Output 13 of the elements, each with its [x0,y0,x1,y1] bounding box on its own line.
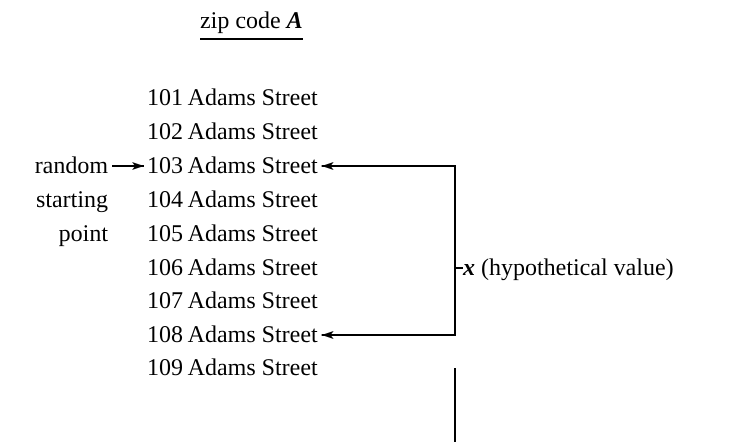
address-text: 105 Adams Street [147,217,318,251]
address-text: 101 Adams Street [147,81,318,115]
address-text: 109 Adams Street [147,351,318,385]
underlined-heading: zip code A [200,4,303,40]
address-text: 108 Adams Street [147,318,318,352]
bracket-label: x (hypothetical value) [463,251,674,285]
address-text: 102 Adams Street [147,115,318,149]
annotation-text: random starting point [18,149,108,251]
arrow [112,162,144,170]
address-text: 104 Adams Street [147,183,318,217]
address-text: 103 Adams Street [147,149,318,183]
address-text: 106 Adams Street [147,251,318,285]
address-text: 107 Adams Street [147,284,318,318]
